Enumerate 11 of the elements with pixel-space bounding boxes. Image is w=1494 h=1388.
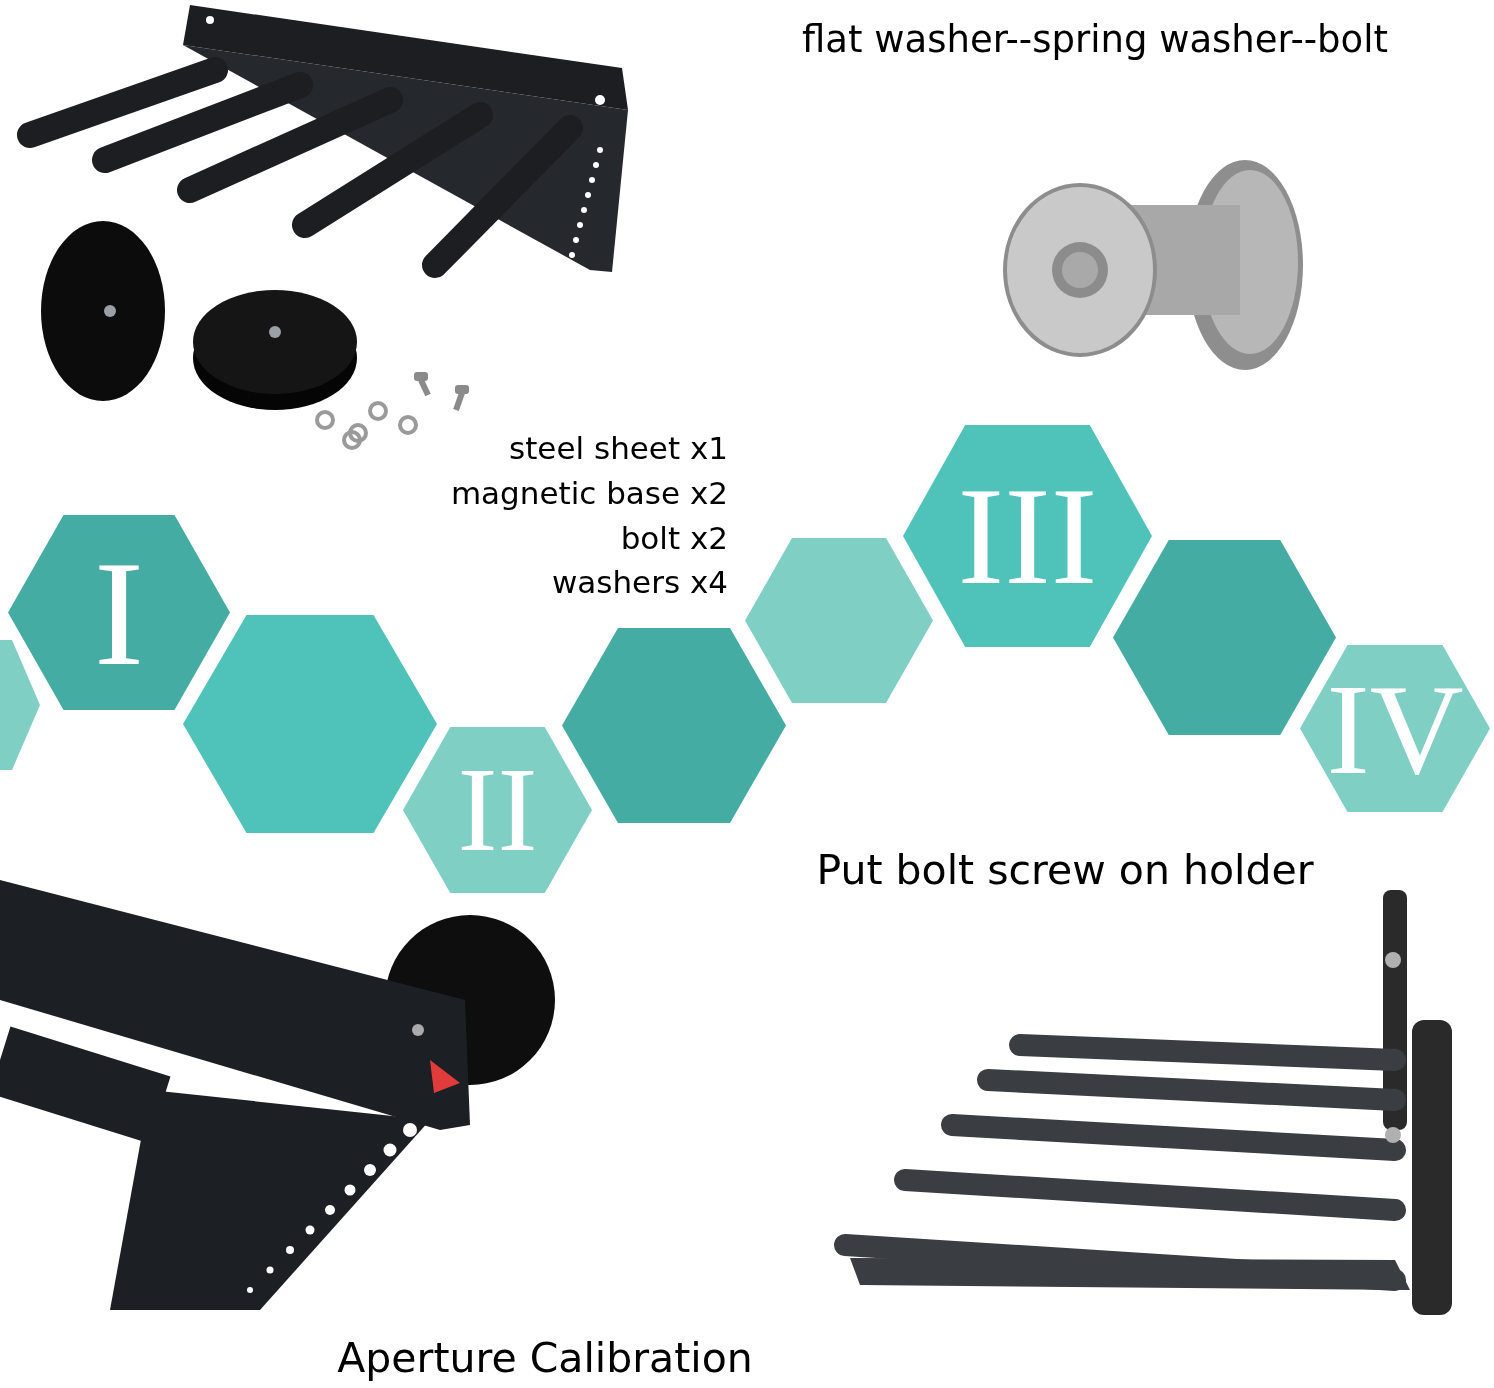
roman-numeral: IV (1326, 663, 1464, 794)
step-caption: Aperture Calibration (336, 1333, 754, 1384)
parts-caption: flat washer--spring washer--bolt (800, 17, 1390, 63)
roman-numeral: II (457, 750, 538, 870)
roman-numeral: I (94, 537, 144, 688)
parts-list-line: magnetic base x2 (450, 474, 728, 513)
parts-list-line: steel sheet x1 (509, 429, 728, 468)
parts-list-line: bolt x2 (620, 519, 728, 558)
parts-list-line: washers x4 (551, 563, 728, 602)
roman-numeral: III (957, 466, 1098, 606)
step-caption: Put bolt screw on holder (815, 845, 1315, 896)
